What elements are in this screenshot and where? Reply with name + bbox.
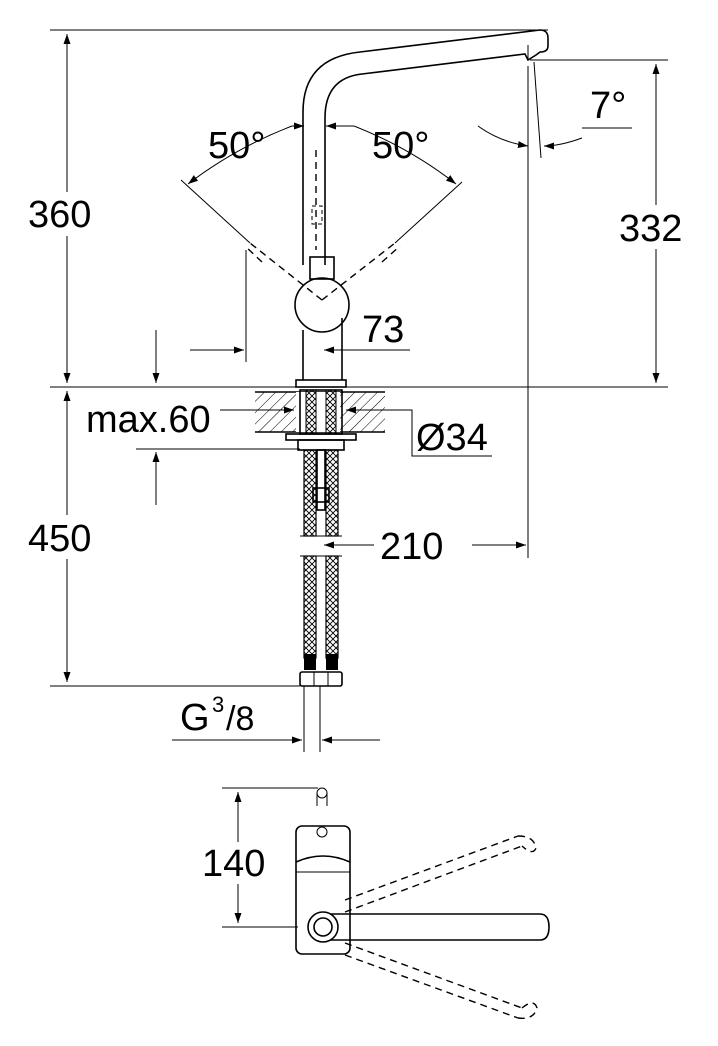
dim-body-73-label: 73 <box>362 309 404 351</box>
connection-pipe <box>303 686 321 752</box>
cartridge-hidden-lines <box>311 150 323 250</box>
dim-body-73: 73 <box>190 250 410 362</box>
top-view-lever <box>307 911 550 943</box>
lever-neck <box>309 256 335 280</box>
mounting-shank <box>285 389 357 451</box>
dim-diameter-34: Ø34 <box>220 406 492 459</box>
dim-swivel-right-label: 50° <box>372 125 429 167</box>
dim-swivel-right: 50° <box>326 122 457 185</box>
top-view-body <box>295 825 351 955</box>
lever-ball <box>294 277 350 333</box>
side-view: 360 332 7° 50° 50° <box>22 29 702 752</box>
dim-swivel-left: 50° <box>187 122 304 185</box>
dim-swivel-left-label: 50° <box>208 125 265 167</box>
dim-hose-450: 450 <box>22 391 300 687</box>
top-view-swivel-lines <box>344 835 538 1019</box>
dim-diameter-34-label: Ø34 <box>416 417 488 459</box>
dim-hose-450-label: 450 <box>28 518 91 560</box>
dim-connection-sup-label: 3 <box>212 692 224 717</box>
swivel-range-lines <box>180 179 463 301</box>
countertop-section <box>255 391 385 433</box>
dim-connection-g-label: G <box>180 697 210 739</box>
faucet-spout <box>302 29 549 265</box>
dim-projection-210: 210 <box>324 66 529 568</box>
dim-max-60-label: max.60 <box>86 399 211 441</box>
supply-hoses <box>299 449 343 687</box>
dim-connection-g38: G 3 /8 <box>172 692 380 744</box>
dim-max-60: max.60 <box>84 330 300 505</box>
dim-depth-140: 140 <box>196 787 318 928</box>
dim-height-332-label: 332 <box>619 208 682 250</box>
dim-projection-210-label: 210 <box>380 526 443 568</box>
top-view: 140 <box>196 787 550 1019</box>
dim-angle-7-label: 7° <box>590 85 626 127</box>
dim-height-360-label: 360 <box>28 194 91 236</box>
dim-height-332: 332 <box>530 59 702 383</box>
dim-height-360: 360 <box>22 29 548 383</box>
faucet-body <box>295 318 347 388</box>
dim-angle-7: 7° <box>477 61 632 159</box>
dim-depth-140-label: 140 <box>202 843 265 885</box>
dim-connection-sub-label: /8 <box>226 700 254 738</box>
